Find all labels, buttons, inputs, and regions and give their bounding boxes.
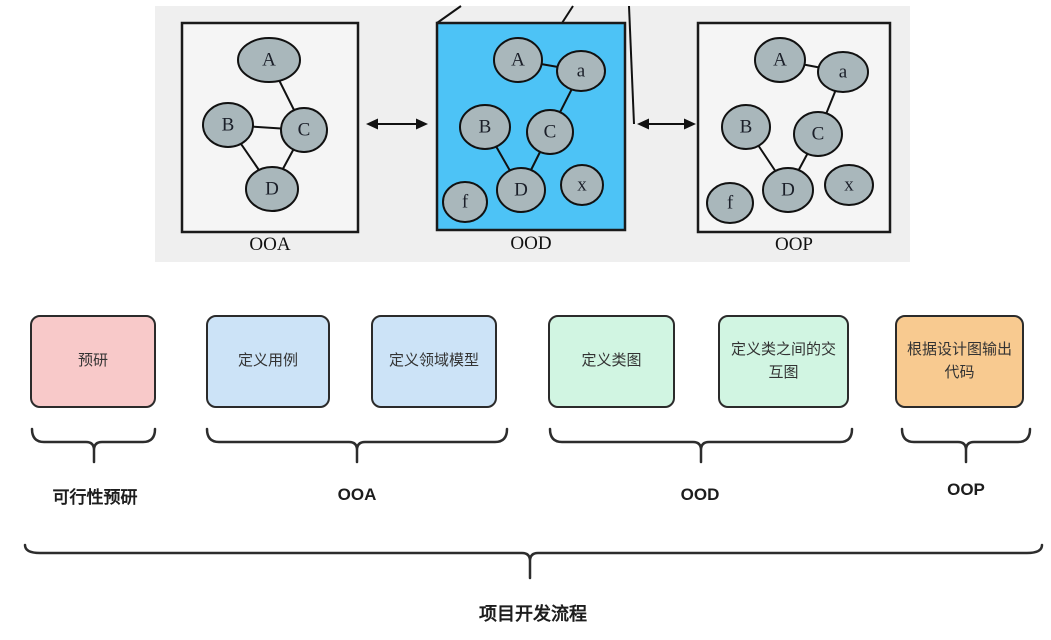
oop-node-B bbox=[721, 104, 771, 150]
ooa-node-B bbox=[202, 102, 254, 148]
brace-overall bbox=[23, 543, 1044, 580]
ood-node-label: D bbox=[514, 180, 528, 201]
step-define-class-diagram: 定义类图 bbox=[548, 315, 675, 408]
ood-node-a bbox=[556, 50, 606, 92]
ooa-node-label: B bbox=[222, 115, 235, 136]
ood-node-label: A bbox=[511, 50, 525, 71]
oop-node-f bbox=[706, 182, 754, 224]
ood-node-label: f bbox=[462, 192, 469, 213]
ooa-node-C bbox=[280, 107, 328, 153]
oop-node-D bbox=[762, 167, 814, 213]
ood-node-label: C bbox=[544, 122, 557, 143]
step-output-code: 根据设计图输出代码 bbox=[895, 315, 1024, 408]
oop-node-label: B bbox=[740, 117, 753, 138]
label-ooa: OOA bbox=[337, 485, 377, 504]
zoom-line bbox=[436, 5, 462, 24]
oop-node-a bbox=[817, 51, 869, 93]
ooa-node-D bbox=[245, 166, 299, 212]
oop-node-label: C bbox=[812, 124, 825, 145]
arrowhead-icon bbox=[684, 118, 696, 130]
oop-node-label: x bbox=[844, 175, 854, 196]
ood-node-label: a bbox=[577, 61, 586, 82]
brace-oop bbox=[900, 427, 1032, 464]
ooa-caption: OOA bbox=[249, 234, 290, 255]
ood-node-A bbox=[493, 37, 543, 83]
step-preresearch: 预研 bbox=[30, 315, 156, 408]
ooa-node-label: D bbox=[265, 179, 279, 200]
ood-node-label: x bbox=[577, 175, 587, 196]
label-ood: OOD bbox=[680, 485, 720, 504]
oop-node-label: a bbox=[839, 62, 848, 83]
ood-node-x bbox=[560, 164, 604, 206]
oop-node-label: f bbox=[727, 193, 734, 214]
label-overall: 项目开发流程 bbox=[479, 604, 587, 624]
zoom-line bbox=[561, 5, 574, 24]
step-define-interaction-diagram: 定义类之间的交互图 bbox=[718, 315, 849, 408]
ood-node-D bbox=[496, 167, 546, 213]
oop-node-C bbox=[793, 111, 843, 157]
brace-ooa bbox=[205, 427, 509, 464]
zoom-line bbox=[628, 5, 635, 125]
ood-node-f bbox=[442, 181, 488, 223]
ood-node-B bbox=[459, 104, 511, 150]
step-define-use-cases: 定义用例 bbox=[206, 315, 330, 408]
brace-feasibility bbox=[30, 427, 157, 464]
oop-node-label: D bbox=[781, 180, 795, 201]
oop-caption: OOP bbox=[775, 234, 813, 255]
step-define-domain-model: 定义领域模型 bbox=[371, 315, 497, 408]
arrowhead-icon bbox=[416, 118, 428, 130]
arrowhead-icon bbox=[366, 118, 378, 130]
ood-node-C bbox=[526, 109, 574, 155]
oop-node-A bbox=[754, 37, 806, 83]
label-feasibility: 可行性预研 bbox=[52, 488, 138, 507]
ooa-node-label: A bbox=[262, 50, 276, 71]
ooa-node-label: C bbox=[298, 120, 311, 141]
label-oop: OOP bbox=[947, 480, 985, 499]
oop-node-label: A bbox=[773, 50, 787, 71]
ood-caption: OOD bbox=[510, 233, 551, 254]
brace-ood bbox=[548, 427, 854, 464]
ood-node-label: B bbox=[479, 117, 492, 138]
ooa-node-A bbox=[237, 37, 301, 83]
arrowhead-icon bbox=[637, 118, 649, 130]
oop-node-x bbox=[824, 164, 874, 206]
